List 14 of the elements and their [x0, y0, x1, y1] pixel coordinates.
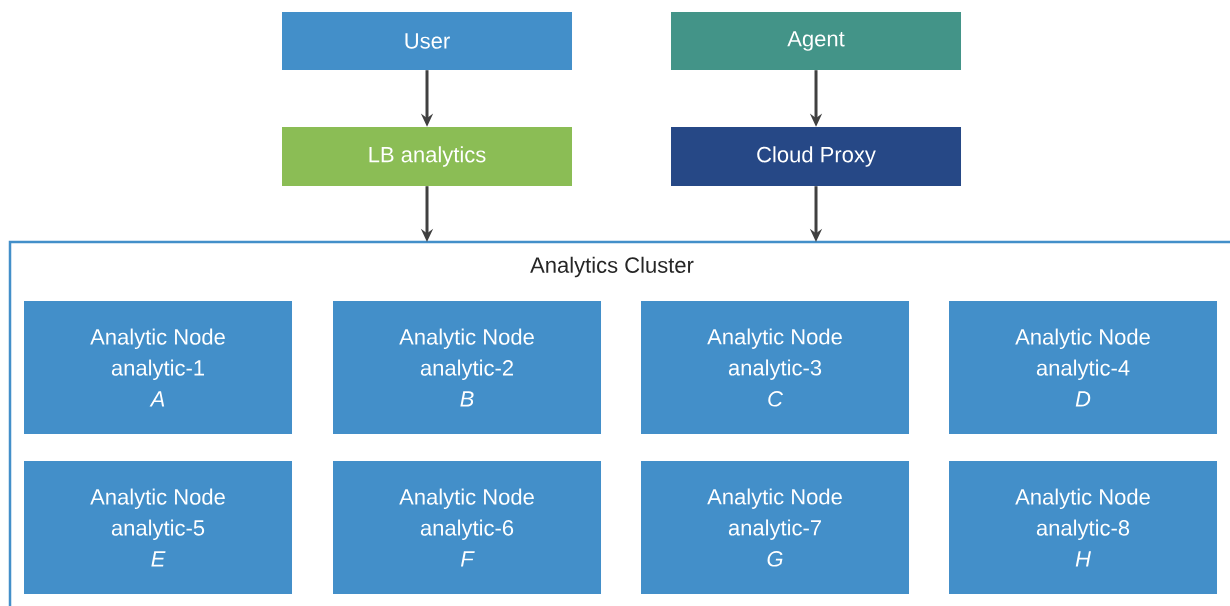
node-box: Analytic Node analytic-8 H	[949, 461, 1217, 594]
node-box: Analytic Node analytic-1 A	[24, 301, 292, 434]
node-box: Analytic Node analytic-2 B	[333, 301, 601, 434]
process-box: Agent	[671, 12, 961, 70]
node-box: Analytic Node analytic-6 F	[333, 461, 601, 594]
node-box: Analytic Node analytic-4 D	[949, 301, 1217, 434]
node-box: Analytic Node analytic-3 C	[641, 301, 909, 434]
cluster-frame	[8, 240, 1230, 606]
cluster-title: Analytics Cluster	[530, 256, 694, 278]
node-box: Analytic Node analytic-5 E	[24, 461, 292, 594]
process-box: Cloud Proxy	[671, 127, 961, 186]
process-box: User	[282, 12, 572, 70]
node-box: Analytic Node analytic-7 G	[641, 461, 909, 594]
process-box: LB analytics	[282, 127, 572, 186]
